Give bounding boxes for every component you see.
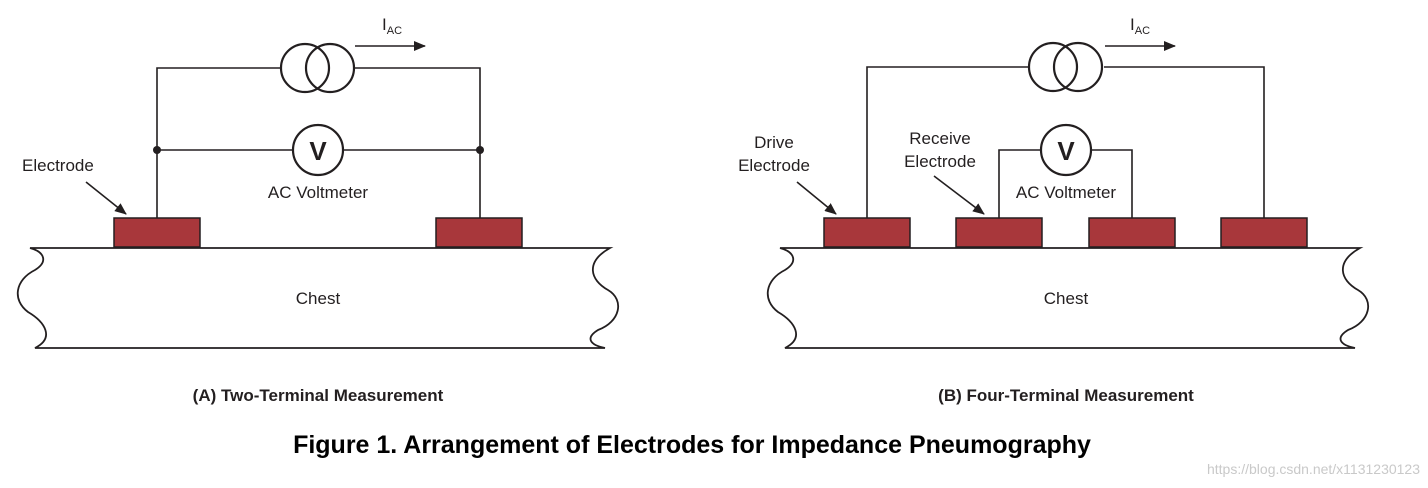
junction-dot-right-a [476,146,484,154]
current-source-icon-a [279,42,356,94]
drive-electrode-label-line2: Electrode [738,156,810,175]
voltmeter-label-a: AC Voltmeter [268,183,368,202]
chest-body-b [767,247,1369,349]
svg-text:V: V [1057,136,1075,166]
panel-a-two-terminal: Chest IAC V AC Voltmeter Electrode (A) T… [17,15,619,405]
electrode-pointer-arrow-a [85,181,127,215]
electrode-right-a [435,217,523,248]
panel-b-four-terminal: Chest IAC V AC Voltmeter Drive Electrode… [738,15,1369,405]
current-loop-wire-a [156,67,481,218]
voltmeter-icon-a: V [291,123,345,177]
current-source-icon-b [1027,41,1104,93]
drive-electrode-right-b [1220,217,1308,248]
junction-dot-left-a [153,146,161,154]
voltmeter-label-b: AC Voltmeter [1016,183,1116,202]
svg-text:V: V [309,136,327,166]
voltmeter-icon-b: V [1039,123,1093,177]
electrode-label-a: Electrode [22,156,94,175]
chest-body-a [17,247,619,349]
receive-electrode-right-b [1088,217,1176,248]
current-loop-wire-b [866,66,1265,218]
voltmeter-wire-b [998,149,1133,218]
watermark-text: https://blog.csdn.net/x1131230123 [1207,461,1420,477]
figure-title: Figure 1. Arrangement of Electrodes for … [293,431,1091,459]
current-label-a: IAC [382,15,402,37]
drive-electrode-pointer-arrow [796,181,837,215]
current-label-b: IAC [1130,15,1150,37]
receive-electrode-label-line2: Electrode [904,152,976,171]
receive-electrode-label-line1: Receive [909,129,970,148]
chest-label-b: Chest [1044,289,1089,308]
receive-electrode-left-b [955,217,1043,248]
caption-a: (A) Two-Terminal Measurement [193,386,444,405]
chest-label-a: Chest [296,289,341,308]
receive-electrode-pointer-arrow [933,175,985,215]
electrode-left-a [113,217,201,248]
drive-electrode-label-line1: Drive [754,133,794,152]
caption-b: (B) Four-Terminal Measurement [938,386,1194,405]
drive-electrode-left-b [823,217,911,248]
